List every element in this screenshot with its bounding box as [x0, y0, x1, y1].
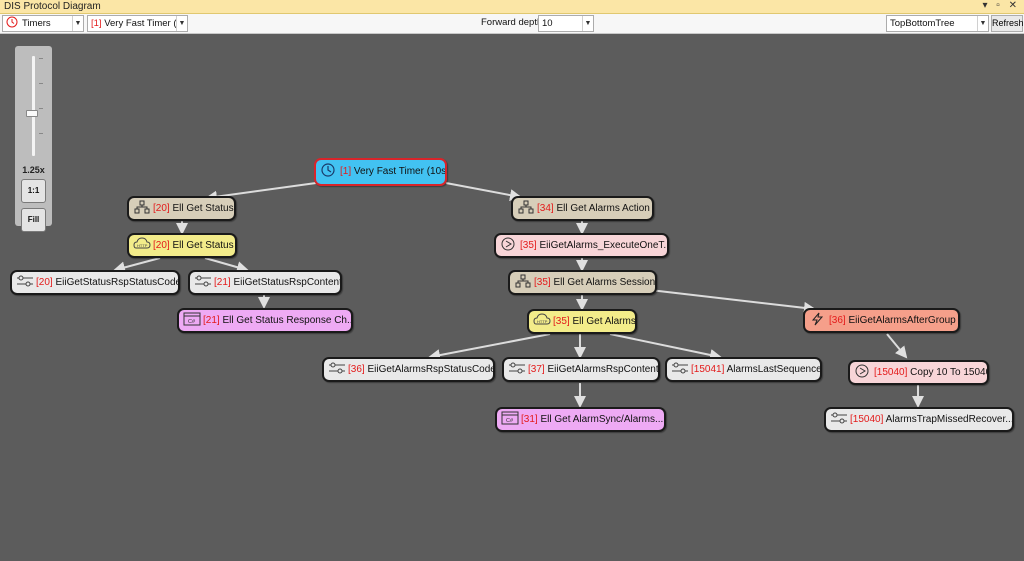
- window-title: DIS Protocol Diagram: [4, 1, 101, 12]
- parameter-icon: [195, 275, 211, 287]
- item-name: Very Fast Timer (10s): [104, 18, 188, 29]
- diagram-node-group[interactable]: [20] Ell Get Status: [127, 196, 236, 221]
- clock-icon: [6, 16, 18, 28]
- window-controls[interactable]: ▾ ▫ ✕: [982, 0, 1020, 11]
- diagram-node-timer[interactable]: [1] Very Fast Timer (10s): [314, 158, 447, 186]
- connection-lines: [113, 182, 924, 408]
- clock-icon: [321, 163, 335, 177]
- chevron-down-icon[interactable]: ▼: [72, 16, 83, 31]
- diagram-node-group[interactable]: [35] Ell Get Alarms Session: [508, 270, 657, 295]
- parameter-icon: [831, 412, 847, 424]
- item-id: [1]: [91, 18, 102, 29]
- zoom-slider-track[interactable]: [32, 56, 35, 156]
- csharp-icon: C#: [183, 312, 201, 326]
- diagram-node-trigger[interactable]: [35] EiiGetAlarms_ExecuteOneT...: [494, 233, 669, 258]
- zoom-slider-thumb[interactable]: [26, 110, 38, 117]
- item-dropdown[interactable]: [1] Very Fast Timer (10s) ▼: [87, 15, 188, 32]
- diagram-node-http[interactable]: HTTP[35] Ell Get Alarms: [527, 309, 637, 334]
- diagram-node-group[interactable]: [34] Ell Get Alarms Action: [511, 196, 654, 221]
- parameter-icon: [329, 362, 345, 374]
- forward-depth-dropdown[interactable]: 10 ▼: [538, 15, 594, 32]
- svg-text:C#: C#: [188, 319, 196, 325]
- zoom-reset-button[interactable]: 1:1: [21, 179, 46, 203]
- diagram-node-parameter[interactable]: [36] EiiGetAlarmsRspStatusCode: [322, 357, 495, 382]
- refresh-button[interactable]: Refresh: [991, 15, 1024, 32]
- group-icon: [515, 274, 531, 288]
- forward-depth-value: 10: [542, 18, 553, 29]
- forward-depth-label: Forward depth:: [481, 17, 545, 28]
- svg-text:HTTP: HTTP: [537, 319, 548, 324]
- diagram-node-parameter[interactable]: [37] EiiGetAlarmsRspContent: [502, 357, 660, 382]
- http-icon: HTTP: [133, 237, 151, 249]
- zoom-panel: 1.25x 1:1 Fill: [15, 46, 52, 232]
- diagram-node-http[interactable]: HTTP[20] Ell Get Status: [127, 233, 237, 258]
- zoom-fill-button[interactable]: Fill: [21, 208, 46, 232]
- diagram-node-parameter[interactable]: [15040] AlarmsTrapMissedRecover...: [824, 407, 1014, 432]
- chevron-down-icon[interactable]: ▼: [582, 16, 593, 31]
- play-icon: [855, 364, 869, 378]
- play-icon: [501, 237, 515, 251]
- group-icon: [134, 200, 150, 214]
- parameter-icon: [509, 362, 525, 374]
- diagram-node-csharp[interactable]: C#[21] Ell Get Status Response Ch...: [177, 308, 353, 333]
- window-title-bar: DIS Protocol Diagram ▾ ▫ ✕: [0, 0, 1024, 14]
- chevron-down-icon[interactable]: ▼: [977, 16, 988, 31]
- parameter-icon: [17, 275, 33, 287]
- diagram-canvas[interactable]: 1.25x 1:1 Fill [1] Very Fast Timer (10s)…: [0, 34, 1024, 561]
- diagram-node-trigger[interactable]: [15040] Copy 10 To 15040: [848, 360, 989, 385]
- category-value: Timers: [22, 18, 51, 29]
- diagram-node-parameter[interactable]: [21] EiiGetStatusRspContent: [188, 270, 342, 295]
- svg-text:C#: C#: [506, 418, 514, 424]
- diagram-node-parameter[interactable]: [15041] AlarmsLastSequence: [665, 357, 822, 382]
- diagram-node-parameter[interactable]: [20] EiiGetStatusRspStatusCode: [10, 270, 180, 295]
- diagram-node-csharp[interactable]: C#[31] Ell Get AlarmSync/Alarms...: [495, 407, 666, 432]
- lightning-icon: [811, 312, 824, 326]
- chevron-down-icon[interactable]: ▼: [176, 16, 187, 31]
- parameter-icon: [672, 362, 688, 374]
- svg-text:HTTP: HTTP: [137, 243, 148, 248]
- http-icon: HTTP: [533, 313, 551, 325]
- toolbar: Timers ▼ [1] Very Fast Timer (10s) ▼ For…: [0, 14, 1024, 34]
- zoom-level: 1.25x: [22, 165, 45, 175]
- csharp-icon: C#: [501, 411, 519, 425]
- group-icon: [518, 200, 534, 214]
- layout-value: TopBottomTree: [890, 18, 955, 29]
- category-dropdown[interactable]: Timers ▼: [2, 15, 84, 32]
- diagram-node-event[interactable]: [36] EiiGetAlarmsAfterGroup: [803, 308, 960, 333]
- layout-dropdown[interactable]: TopBottomTree ▼: [886, 15, 989, 32]
